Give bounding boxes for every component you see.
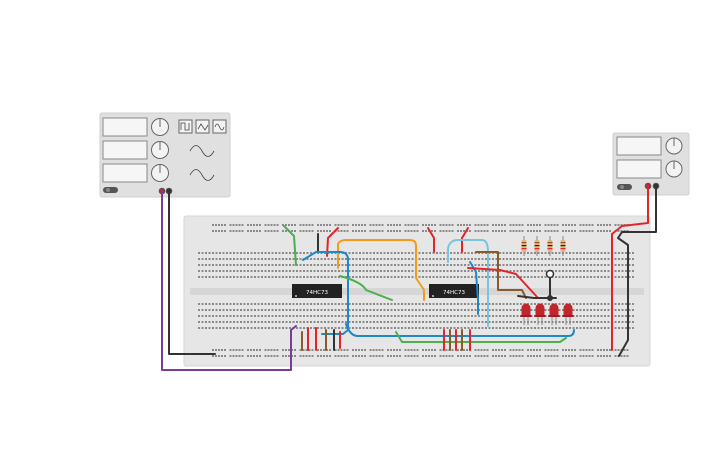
wire-black-fg[interactable] bbox=[168, 190, 216, 355]
wire-green-long[interactable] bbox=[395, 331, 567, 343]
ps-display-2 bbox=[616, 159, 662, 179]
wire-purple[interactable] bbox=[161, 190, 297, 371]
fg-wave-preview-2 bbox=[189, 169, 215, 181]
pushbutton[interactable] bbox=[545, 269, 555, 302]
wire-blue-1[interactable] bbox=[302, 251, 349, 335]
wire-red-6[interactable] bbox=[461, 227, 469, 253]
led[interactable] bbox=[520, 303, 532, 326]
wire-red-1[interactable] bbox=[326, 227, 339, 257]
breadboard[interactable] bbox=[183, 215, 651, 367]
ps-display-1 bbox=[616, 136, 662, 156]
wire-brown-3[interactable] bbox=[475, 251, 527, 299]
center-channel bbox=[190, 288, 644, 295]
ic-chip-1[interactable]: 74HC73 bbox=[292, 284, 342, 298]
function-generator[interactable] bbox=[99, 112, 231, 198]
led[interactable] bbox=[548, 303, 560, 326]
fg-display-2 bbox=[102, 140, 148, 160]
sine-wave-icon[interactable] bbox=[212, 119, 227, 134]
wire-green-2[interactable] bbox=[339, 275, 393, 301]
power-supply[interactable] bbox=[612, 132, 690, 196]
fg-display-3 bbox=[102, 163, 148, 183]
led[interactable] bbox=[562, 303, 574, 326]
square-wave-icon[interactable] bbox=[178, 119, 193, 134]
resistor-group[interactable] bbox=[521, 236, 566, 256]
wire-green-1[interactable] bbox=[283, 225, 297, 266]
wire-red-7[interactable] bbox=[467, 267, 539, 299]
fg-display-1 bbox=[102, 117, 148, 137]
wire-black-ps[interactable] bbox=[617, 185, 657, 357]
ic-chip-1-label: 74HC73 bbox=[306, 290, 328, 296]
ic-chip-2[interactable]: 74HC73 bbox=[429, 284, 479, 298]
triangle-wave-icon[interactable] bbox=[195, 119, 210, 134]
wire-light-blue[interactable] bbox=[447, 239, 489, 327]
ic-chip-2-label: 74HC73 bbox=[443, 290, 465, 296]
wire-red-ps[interactable] bbox=[611, 185, 649, 351]
ps-power-switch[interactable] bbox=[617, 184, 632, 190]
wire-blue-2[interactable] bbox=[469, 261, 479, 315]
led-group[interactable] bbox=[520, 303, 574, 326]
wire-orange-1[interactable] bbox=[337, 239, 425, 301]
led[interactable] bbox=[534, 303, 546, 326]
wire-red-5[interactable] bbox=[427, 227, 435, 253]
fg-power-switch[interactable] bbox=[103, 187, 118, 193]
fg-wave-preview-1 bbox=[189, 145, 215, 157]
